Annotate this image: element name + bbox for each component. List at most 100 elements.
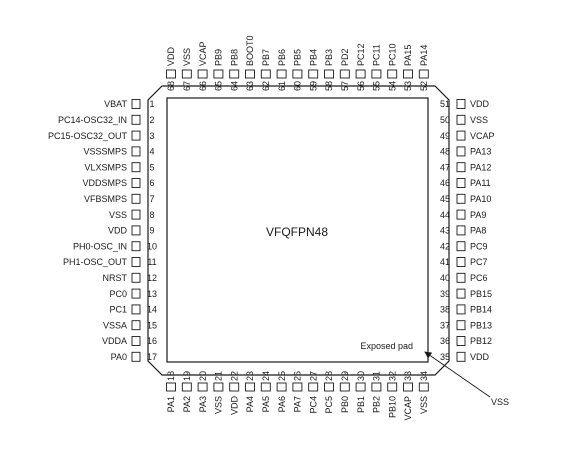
pin-number-right: 41: [440, 257, 450, 267]
pin-name-top: PC12: [356, 43, 366, 66]
pin-pad-left: [131, 320, 141, 331]
pin-pad-left: [131, 225, 141, 236]
pin-pad-right: [456, 146, 466, 157]
pin-name-left: PA0: [111, 352, 127, 362]
pin-number-top: 67: [182, 81, 192, 91]
pin-pad-bottom: [418, 382, 429, 392]
pin-name-left: VDDSMPS: [82, 178, 127, 188]
pin-name-left: NRST: [103, 273, 128, 283]
pin-number-bottom: 19: [182, 371, 192, 381]
pin-name-right: VSS: [470, 115, 488, 125]
pin-pad-bottom: [292, 382, 303, 392]
pin-pad-bottom: [245, 382, 255, 392]
pin-name-top: PB4: [308, 49, 318, 66]
pin-pad-left: [131, 304, 141, 315]
pin-pad-top: [355, 69, 366, 79]
pin-name-right: PC7: [470, 257, 488, 267]
pin-name-bottom: VCAP: [403, 396, 413, 421]
pin-number-right: 35: [440, 352, 450, 362]
pin-pad-bottom: [339, 382, 350, 392]
pin-name-bottom: PB10: [387, 396, 397, 418]
pin-number-right: 50: [440, 115, 450, 125]
pin-number-top: 60: [293, 81, 303, 91]
pin-pad-left: [131, 178, 141, 188]
bottom-pin-group: 18PA119PA220PA321VSS22VDD23PA424PA525PA6…: [166, 371, 429, 421]
pin-name-left: VSS: [109, 210, 127, 220]
pin-name-right: VCAP: [470, 131, 495, 141]
pin-number-bottom: 24: [261, 371, 271, 381]
pin-number-right: 51: [440, 99, 450, 109]
pin-pad-bottom: [166, 382, 176, 392]
pin-pad-left: [131, 336, 141, 346]
pin-number-top: 53: [403, 81, 413, 91]
pin-name-top: VDD: [166, 46, 176, 66]
pin-name-bottom: PA7: [293, 396, 303, 412]
pin-pad-left: [131, 193, 141, 204]
pin-name-top: BOOT0: [245, 35, 255, 66]
pin-name-bottom: VSS: [214, 396, 224, 414]
pin-name-left: PC0: [109, 289, 127, 299]
pin-pad-left: [131, 162, 141, 173]
pin-name-bottom: PC5: [324, 396, 334, 414]
pin-name-left: VLXSMPS: [84, 162, 127, 172]
pin-pad-right: [456, 193, 466, 204]
pin-name-bottom: PA4: [245, 396, 255, 412]
pin-pad-left: [131, 209, 141, 220]
pin-name-top: VCAP: [198, 41, 208, 66]
pin-pad-right: [456, 304, 466, 315]
pin-number-left: 11: [147, 257, 156, 267]
pin-name-top: PC11: [372, 44, 382, 66]
pin-number-top: 61: [277, 81, 287, 91]
pin-number-bottom: 30: [356, 371, 366, 381]
pin-pad-top: [308, 69, 319, 79]
pin-number-left: 17: [147, 352, 157, 362]
pin-name-left: PH1-OSC_OUT: [63, 257, 128, 267]
pin-pad-bottom: [355, 382, 366, 392]
pin-pad-left: [131, 130, 141, 141]
pin-number-bottom: 27: [308, 371, 318, 381]
pin-number-right: 39: [440, 289, 450, 299]
package-outline: [147, 85, 450, 376]
pin-pad-bottom: [197, 382, 208, 392]
pin-pad-top: [260, 69, 271, 79]
pin-pad-top: [403, 69, 413, 79]
pin-number-right: 42: [440, 241, 450, 251]
pin-name-right: PA9: [470, 210, 486, 220]
pin-name-left: VDDA: [102, 336, 127, 346]
pin-pad-left: [131, 288, 141, 299]
pin-name-left: PC15-OSC32_OUT: [48, 131, 128, 141]
pin-number-right: 44: [440, 210, 450, 220]
pin-number-left: 4: [149, 147, 154, 157]
pin-name-right: PB14: [470, 305, 492, 315]
pin-pad-top: [181, 69, 192, 79]
pin-name-bottom: PA5: [261, 396, 271, 412]
pin-name-right: PB15: [470, 289, 492, 299]
pin-pad-top: [418, 69, 429, 79]
pin-pad-top: [166, 69, 176, 79]
pin-number-bottom: 20: [198, 371, 208, 381]
pin-name-top: PB8: [229, 49, 239, 66]
top-pin-group: VDD68VSS67VCAP66PB965PB864BOOT063PB762PB…: [166, 35, 429, 91]
pin-number-bottom: 26: [293, 371, 303, 381]
pin-number-right: 40: [440, 273, 450, 283]
pin-name-top: VSS: [182, 48, 192, 66]
pin-number-top: 59: [308, 81, 318, 91]
pin-pad-left: [131, 99, 141, 109]
pin-name-bottom: PB1: [356, 396, 366, 413]
pin-number-top: 55: [372, 81, 382, 91]
pin-name-bottom: VSS: [419, 396, 429, 414]
pin-number-bottom: 29: [340, 371, 350, 381]
pin-number-top: 66: [198, 81, 208, 91]
pin-pad-right: [456, 99, 466, 109]
pin-name-right: PA8: [470, 226, 486, 236]
pin-number-bottom: 32: [387, 371, 397, 381]
pin-pad-bottom: [403, 382, 413, 392]
pin-name-bottom: VDD: [229, 396, 239, 416]
pin-pad-bottom: [276, 382, 287, 392]
pin-number-bottom: 23: [245, 371, 255, 381]
pin-name-left: VDD: [108, 226, 128, 236]
pin-number-top: 57: [340, 81, 350, 91]
pin-name-bottom: PC4: [308, 396, 318, 414]
